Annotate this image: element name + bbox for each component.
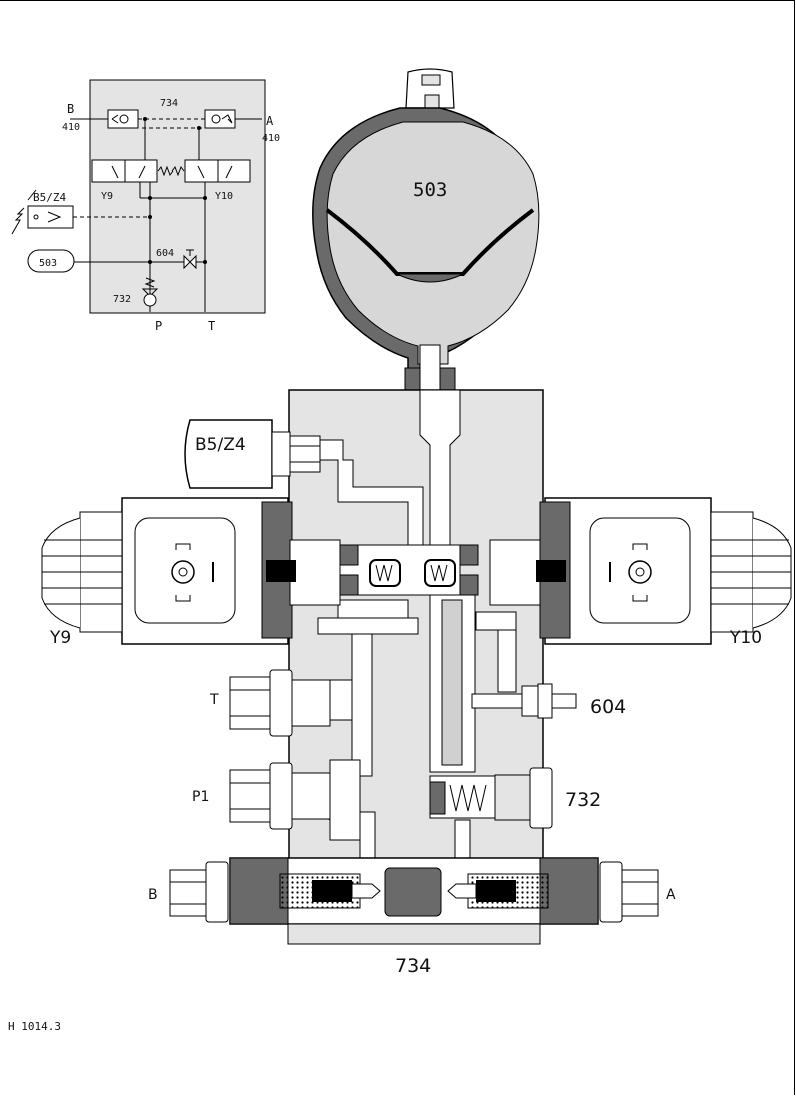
port-p1-fitting bbox=[229, 762, 331, 830]
assembly-label-a: A bbox=[666, 887, 676, 903]
port-t-fitting bbox=[229, 669, 331, 737]
schematic-label-604: 604 bbox=[156, 248, 174, 259]
schematic-label-y10: Y10 bbox=[215, 191, 233, 202]
schematic-label-b5z4: B5/Z4 bbox=[33, 191, 66, 204]
schematic-label-734: 734 bbox=[160, 98, 178, 109]
valve-seats bbox=[339, 544, 479, 596]
assembly-label-604: 604 bbox=[590, 696, 626, 718]
solenoid-y10-drawing bbox=[489, 497, 792, 645]
needle-valve-604-drawing bbox=[471, 683, 577, 719]
assembly-label-y10: Y10 bbox=[729, 628, 762, 648]
sensor-b5z4-symbol bbox=[27, 205, 74, 229]
assembly-label-p1: P1 bbox=[192, 789, 209, 805]
valve-604-symbol bbox=[183, 254, 197, 270]
assembly-label-b5z4: B5/Z4 bbox=[195, 435, 246, 455]
assembly-label-503: 503 bbox=[413, 179, 447, 201]
drawing-id: H 1014.3 bbox=[8, 1020, 61, 1033]
schematic-label-p: P bbox=[155, 319, 162, 333]
schematic-label-b: B bbox=[67, 102, 74, 116]
valve-block-body bbox=[288, 389, 553, 873]
check-valve-732-symbol bbox=[143, 293, 157, 307]
assembly-label-732: 732 bbox=[565, 789, 601, 811]
accumulator-503-drawing bbox=[312, 68, 540, 411]
schematic-label-410-right: 410 bbox=[262, 133, 280, 144]
solenoid-y9-drawing bbox=[41, 497, 341, 645]
schematic-label-a: A bbox=[266, 114, 274, 128]
accumulator-503-symbol bbox=[27, 249, 75, 273]
hydraulic-schematic bbox=[11, 79, 266, 314]
schematic-label-410-left: 410 bbox=[62, 122, 80, 133]
schematic-label-732: 732 bbox=[113, 294, 131, 305]
assembly-label-b: B bbox=[148, 887, 158, 903]
schematic-label-503: 503 bbox=[39, 258, 57, 269]
schematic-label-t: T bbox=[208, 319, 215, 333]
sensor-b5z4-drawing bbox=[184, 419, 321, 489]
check-valve-734-drawing bbox=[169, 857, 659, 945]
schematic-label-y9: Y9 bbox=[101, 191, 113, 202]
assembly-label-734: 734 bbox=[395, 955, 431, 977]
assembly-label-t: T bbox=[209, 692, 219, 708]
assembly-label-y9: Y9 bbox=[49, 628, 71, 648]
